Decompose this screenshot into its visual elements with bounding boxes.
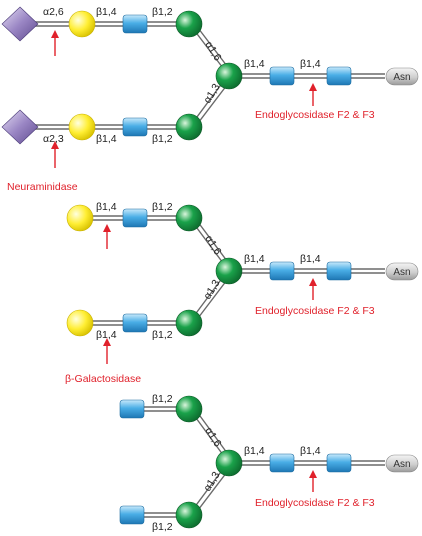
glycosidic-bonds — [130, 404, 385, 519]
glcnac-square — [269, 453, 295, 473]
linkage-label: β1,2 — [152, 329, 173, 341]
linkage-label: β1,4 — [244, 58, 265, 70]
glcnac-square — [326, 453, 352, 473]
glcnac-square — [122, 208, 148, 228]
linkage-label: β1,4 — [244, 253, 265, 265]
sialic-acid-diamond — [1, 109, 39, 145]
linkage-label: α1,6 — [202, 233, 223, 257]
galactose-circle — [68, 10, 96, 38]
asn-label: Asn — [393, 267, 410, 278]
cleavage-arrow — [309, 470, 317, 492]
linkage-label: β1,4 — [300, 445, 321, 457]
mannose-circle — [175, 501, 203, 529]
linkage-label: β1,4 — [96, 6, 117, 18]
linkage-label: β1,4 — [300, 58, 321, 70]
enzyme-label: β-Galactosidase — [65, 373, 141, 385]
mannose-circle — [175, 204, 203, 232]
linkage-label: α1,6 — [202, 39, 223, 63]
linkage-label: α1,6 — [202, 425, 223, 449]
galactose-circle — [66, 204, 94, 232]
linkage-label: β1,4 — [96, 133, 117, 145]
linkage-label: β1,2 — [152, 6, 173, 18]
glcnac-square — [122, 313, 148, 333]
asn-label: Asn — [393, 459, 410, 470]
glcnac-square — [122, 14, 148, 34]
panel-3-agalacto-glycan: Asn β1,2 α1,6 α1,3 β1,4 β1,4 β1,2 Endogl… — [119, 393, 419, 533]
enzyme-label: Endoglycosidase F2 & F3 — [255, 305, 375, 317]
glcnac-square — [269, 66, 295, 86]
mannose-circle — [175, 395, 203, 423]
enzyme-label: Endoglycosidase F2 & F3 — [255, 109, 375, 121]
mannose-circle — [175, 113, 203, 141]
linkage-label: β1,2 — [152, 521, 173, 533]
enzyme-label: Neuraminidase — [7, 181, 78, 193]
asn-capsule — [385, 262, 419, 281]
glcnac-square — [119, 505, 145, 525]
mannose-circle — [175, 10, 203, 38]
core-mannose-circle — [215, 449, 243, 477]
linkage-label: β1,2 — [152, 201, 173, 213]
linkage-label: β1,4 — [96, 201, 117, 213]
asn-capsule — [385, 67, 419, 86]
asn-label: Asn — [393, 72, 410, 83]
linkage-label: β1,4 — [96, 329, 117, 341]
mannose-circle — [175, 309, 203, 337]
galactose-circle — [66, 309, 94, 337]
sialic-acid-diamond — [1, 6, 39, 42]
glcnac-square — [326, 261, 352, 281]
glcnac-square — [122, 117, 148, 137]
cleavage-arrow — [103, 224, 317, 364]
linkage-label: β1,2 — [152, 133, 173, 145]
galactose-circle — [68, 113, 96, 141]
cleavage-arrow — [51, 30, 317, 168]
linkage-label: α2,3 — [43, 133, 64, 145]
linkage-label: α2,6 — [43, 6, 64, 18]
linkage-label: β1,2 — [152, 393, 173, 405]
glcnac-square — [119, 399, 145, 419]
enzyme-label: Endoglycosidase F2 & F3 — [255, 497, 375, 509]
glcnac-square — [269, 261, 295, 281]
linkage-label: β1,4 — [300, 253, 321, 265]
core-mannose-circle — [215, 62, 243, 90]
core-mannose-circle — [215, 257, 243, 285]
panel-1-sialylated-glycan: Asn α2,6 β1,4 β1,2 α1,6 α1,3 β1,4 β1,4 α… — [1, 6, 419, 193]
linkage-label: β1,4 — [244, 445, 265, 457]
asn-capsule — [385, 454, 419, 473]
panel-2-galactosylated-glycan: Asn β1,4 β1,2 α1,6 α1,3 β1,4 β1,4 β1,4 β… — [65, 201, 419, 385]
glcnac-square — [326, 66, 352, 86]
